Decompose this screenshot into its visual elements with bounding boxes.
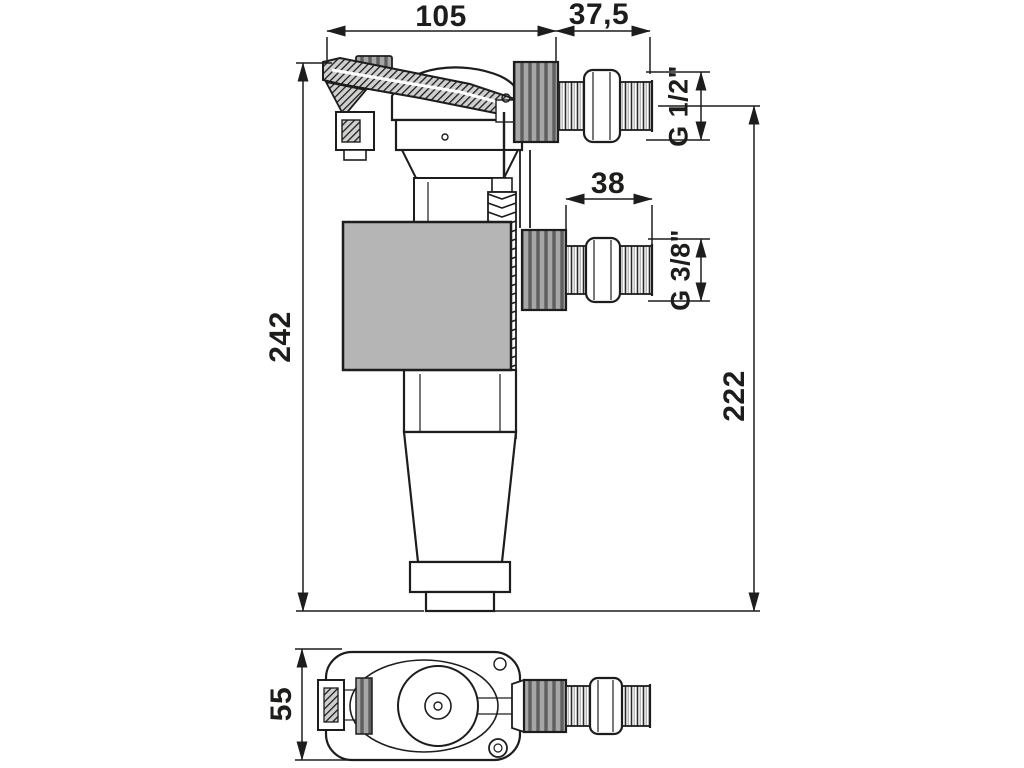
valve-body-column (402, 368, 518, 613)
mounting-clip (335, 111, 375, 161)
inlet-connection-upper (512, 60, 654, 144)
inlet-connection-lower (520, 228, 654, 312)
dimension-lines (295, 25, 760, 761)
valve-side-view (322, 55, 654, 613)
thread-label-g38: G 3/8" (665, 229, 696, 311)
float (341, 220, 513, 372)
dimension-label-105: 105 (415, 0, 467, 33)
valve-bottom-view (317, 650, 652, 762)
dimension-label-242: 242 (264, 311, 297, 363)
dimension-label-55: 55 (265, 686, 298, 722)
dimension-label-38: 38 (590, 167, 626, 200)
dimension-label-37-5: 37,5 (568, 0, 630, 31)
dimension-label-222: 222 (718, 370, 751, 422)
thread-label-g12: G 1/2" (663, 65, 694, 147)
